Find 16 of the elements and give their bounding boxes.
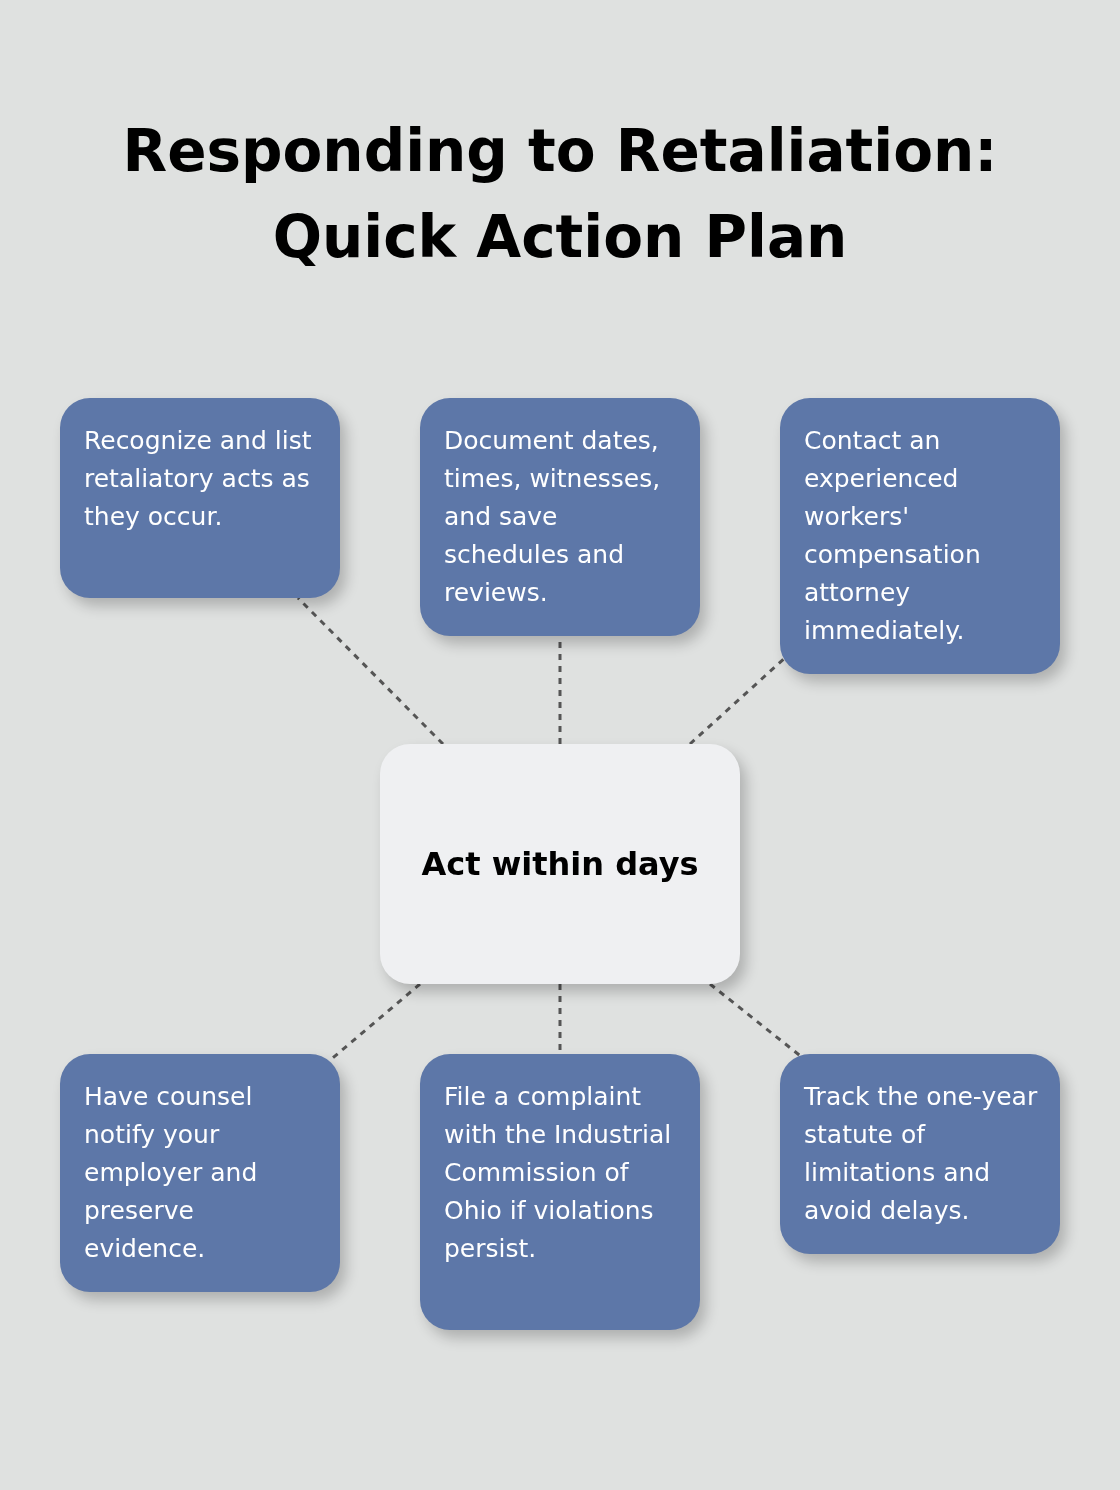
central-box (380, 744, 740, 984)
step-text: Recognize and list retaliatory acts as they occur. (84, 425, 313, 533)
step-box (420, 1054, 700, 1330)
step-box (60, 398, 340, 598)
title: Responding to Retaliation: Quick Action Plan (121, 116, 999, 273)
step-text: Document dates, times, witnesses, and save schedules and reviews. (444, 425, 662, 609)
step-box (420, 398, 700, 636)
step-text: Have counsel notify your employer and preserve evidence. (84, 1081, 259, 1265)
step-box (780, 398, 1060, 674)
step-text: Track the one-year statute of limitations and avoid delays. (804, 1081, 1039, 1227)
step-box (780, 1054, 1060, 1254)
connector-line (296, 596, 445, 746)
step-text: Contact an experienced workers' compensation attorney immediately. (804, 425, 982, 647)
central-label: Act within days (421, 845, 699, 883)
step-text: File a complaint with the Industrial Commission of Ohio if violations persist. (444, 1081, 673, 1265)
step-box (60, 1054, 340, 1292)
